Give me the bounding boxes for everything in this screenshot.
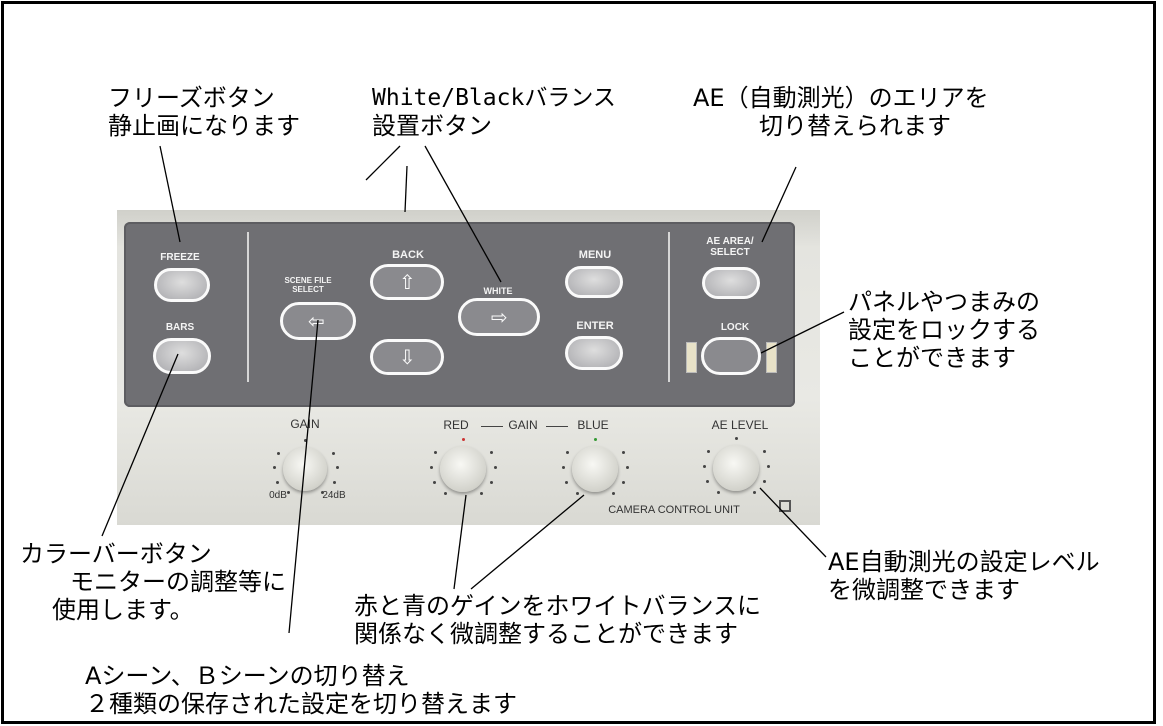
freeze-annotation-line1: フリーズボタン: [108, 84, 275, 112]
red-gain-knob[interactable]: [440, 446, 486, 492]
lock-leader-line: [760, 311, 845, 354]
bars-annotation-line1: カラーバーボタン: [20, 540, 212, 568]
back-up-button[interactable]: ⇧: [370, 264, 444, 300]
wb-leader-right: [424, 145, 502, 283]
freeze-label: FREEZE: [160, 252, 200, 263]
lock-button[interactable]: [701, 337, 761, 375]
bars-button[interactable]: [153, 338, 211, 374]
gain-blue-dash: [546, 426, 568, 427]
ae-area-label-line1: AE AREA/: [706, 236, 754, 247]
enter-label: ENTER: [576, 320, 614, 332]
blue-gain-knob[interactable]: [572, 446, 618, 492]
red-label: RED: [443, 418, 469, 432]
scene-file-label-line2: SELECT: [292, 285, 324, 294]
bars-annotation-line3: 使用します。: [52, 596, 194, 624]
ae-level-label: AE LEVEL: [711, 418, 769, 432]
menu-label: MENU: [578, 249, 612, 261]
lock-annotation-line3: ことができます: [848, 344, 1016, 372]
ae-area-select-button[interactable]: [702, 267, 760, 299]
scene-file-label-line1: SCENE FILE: [284, 276, 332, 285]
freeze-leader-line: [159, 145, 181, 243]
gain-min-label: 0dB: [269, 490, 287, 501]
white-button[interactable]: ⇨: [458, 298, 540, 336]
scene-annotation-line2: ２種類の保存された設定を切り替えます: [85, 690, 517, 718]
bars-annotation-line2: モニターの調整等に: [70, 568, 286, 596]
arrow-down-icon: ⇩: [399, 345, 416, 369]
ae-area-annotation-line1: AE（自動測光）のエリアを: [693, 84, 989, 112]
blue-label: BLUE: [577, 418, 609, 432]
panel-divider-left: [247, 232, 249, 382]
bars-leader-line: [101, 353, 179, 537]
gain-leader-right: [470, 494, 585, 590]
arrow-right-icon: ⇨: [491, 305, 508, 329]
menu-button[interactable]: [565, 266, 623, 298]
arrow-up-icon: ⇧: [399, 270, 416, 294]
scene-leader-line: [288, 319, 319, 634]
white-label: WHITE: [483, 286, 513, 296]
rb-gain-label: GAIN: [508, 418, 538, 432]
lock-annotation-line1: パネルやつまみの: [848, 288, 1040, 316]
freeze-annotation-line2: 静止画になります: [108, 112, 300, 140]
down-button[interactable]: ⇩: [370, 339, 444, 375]
white-black-annotation-line1: White/Blackバランス: [372, 85, 616, 111]
ae-level-knob[interactable]: [713, 445, 759, 491]
ae-area-label-line2: SELECT: [710, 247, 750, 258]
ae-area-annotation-line2: 切り替えられます: [759, 112, 951, 140]
gain-max-label: 24dB: [322, 490, 346, 501]
white-black-annotation-line2: 設置ボタン: [372, 112, 492, 140]
ae-level-annotation-line1: AE自動測光の設定レベル: [828, 548, 1100, 576]
unit-logo-icon: [779, 500, 791, 512]
back-label: BACK: [392, 249, 424, 261]
gain-annotation-line1: 赤と青のゲインをホワイトバランスに: [354, 592, 762, 620]
arrow-left-icon: ⇦: [308, 309, 325, 333]
ae-area-select-label: AE AREA/SELECT: [690, 236, 770, 258]
freeze-button[interactable]: [154, 268, 210, 302]
wb-leader-left: [365, 145, 401, 181]
gain-knob-label: GAIN: [290, 417, 320, 431]
wb-leader-stem: [404, 165, 408, 213]
red-gain-dash: [481, 426, 503, 427]
lock-annotation-line2: 設定をロックする: [848, 316, 1040, 344]
camera-control-unit-label: CAMERA CONTROL UNIT: [608, 504, 740, 516]
enter-button[interactable]: [565, 336, 623, 370]
lock-guard-right: [766, 342, 777, 373]
gain-annotation-line2: 関係なく微調整することができます: [354, 620, 738, 648]
gain-leader-left: [453, 494, 467, 590]
panel-divider-right: [668, 232, 670, 382]
scene-annotation-line1: Aシーン、Ｂシーンの切り替え: [85, 662, 410, 690]
lock-label: LOCK: [720, 322, 750, 333]
ae-area-leader-line: [761, 166, 797, 243]
bars-label: BARS: [165, 322, 195, 333]
ae-level-annotation-line2: を微調整できます: [828, 576, 1020, 604]
lock-guard-left: [686, 342, 697, 373]
ae-level-leader-line: [759, 487, 827, 558]
